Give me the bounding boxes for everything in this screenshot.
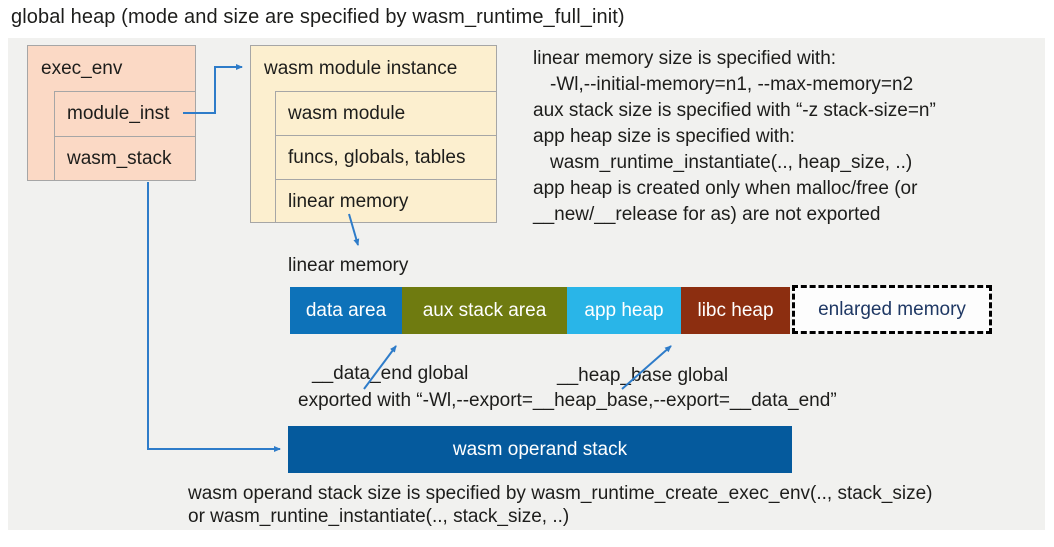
exec-env-row-wasm-stack: wasm_stack [55,136,195,181]
heap-base-global-label: __heap_base global [557,365,729,386]
exec-env-rows: module_inst wasm_stack [54,91,195,180]
module-instance-row-wasm-module: wasm module [276,91,496,135]
note-line: aux stack size is specified with “-z sta… [533,100,936,121]
exec-env-row-module-inst: module_inst [55,91,195,136]
module-instance-rows: wasm module funcs, globals, tables linea… [275,91,496,222]
enlarged-memory-box: enlarged memory [792,285,992,334]
note-line: -Wl,--initial-memory=n1, --max-memory=n2 [550,74,914,95]
exec-env-title: exec_env [41,58,123,79]
exec-env-box: exec_env module_inst wasm_stack [27,45,196,181]
module-instance-row-linear-memory: linear memory [276,179,496,224]
note-line: app heap is created only when malloc/fre… [533,178,918,199]
memory-segment-app-heap: app heap [567,287,681,334]
diagram-title: global heap (mode and size are specified… [11,6,625,28]
operand-stack-note: wasm operand stack size is specified by … [188,482,933,528]
size-notes: linear memory size is specified with: -W… [533,46,936,228]
memory-segment-aux-stack-area: aux stack area [402,287,567,334]
note-line: wasm_runtime_instantiate(.., heap_size, … [550,152,913,173]
wasm-operand-stack-bar: wasm operand stack [288,426,792,473]
operand-stack-note-line1: wasm operand stack size is specified by … [188,483,933,504]
module-instance-title: wasm module instance [264,58,458,79]
note-line: app heap size is specified with: [533,126,795,147]
exported-flags-label: exported with “-Wl,--export=__heap_base,… [298,390,837,411]
linear-memory-label: linear memory [288,255,409,276]
module-instance-box: wasm module instance wasm module funcs, … [250,45,497,223]
operand-stack-note-line2: or wasm_runtine_instantiate(.., stack_si… [188,506,570,527]
data-end-global-label: __data_end global [312,363,469,384]
note-line: linear memory size is specified with: [533,48,837,69]
module-instance-row-funcs-globals-tables: funcs, globals, tables [276,135,496,179]
memory-segment-libc-heap: libc heap [681,287,790,334]
note-line: __new/__release for as) are not exported [533,204,881,225]
memory-segment-data-area: data area [290,287,402,334]
